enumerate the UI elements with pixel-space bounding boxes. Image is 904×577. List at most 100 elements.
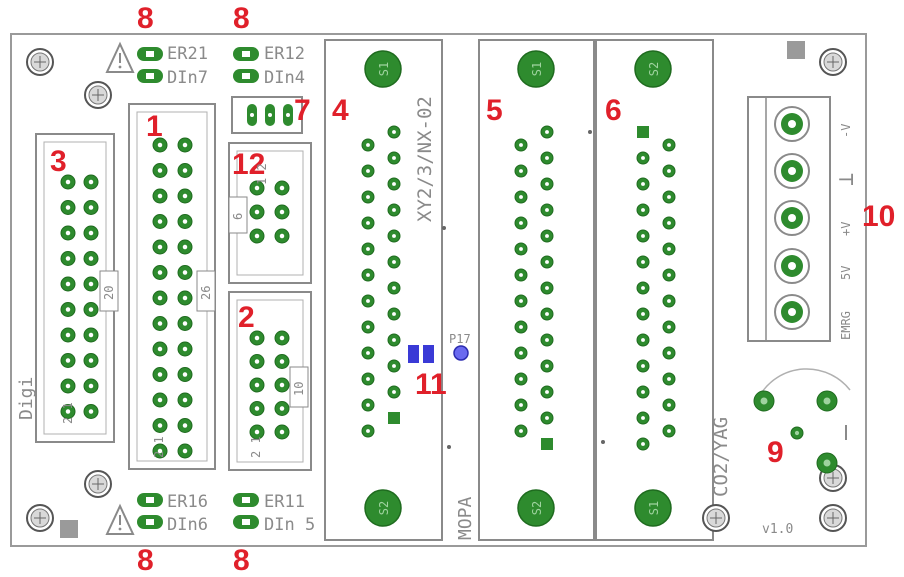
header-1-pad-drill bbox=[157, 168, 163, 173]
sensor-9-outline bbox=[759, 368, 851, 396]
terminal-drill bbox=[788, 214, 796, 222]
header-3-pad-drill bbox=[65, 205, 71, 210]
callout-8-top-right: 8 bbox=[233, 2, 250, 35]
header-1-pad-drill bbox=[182, 295, 188, 301]
sensor-9-drill bbox=[823, 397, 831, 405]
label-digi: Digi bbox=[16, 376, 37, 420]
connector-6-pad-drill bbox=[667, 247, 671, 251]
connector-5-pad-drill bbox=[545, 416, 549, 420]
connector-6-pad-drill bbox=[641, 208, 645, 212]
connector-4-pad-drill bbox=[366, 169, 370, 173]
connector-6-pad-drill bbox=[641, 338, 645, 342]
header-2-pad-drill bbox=[279, 429, 285, 435]
header-2-pad-drill bbox=[254, 406, 260, 411]
led-pad-window bbox=[242, 73, 250, 79]
connector-5-pad-drill bbox=[519, 351, 523, 355]
shield-pad bbox=[364, 489, 402, 527]
header-3-pad-drill bbox=[88, 409, 94, 414]
shield-pad-label: S2 bbox=[647, 62, 661, 76]
shield-pad bbox=[517, 50, 555, 88]
shield-pad-label: S2 bbox=[377, 501, 391, 515]
connector-4-pad-drill bbox=[366, 247, 370, 251]
connector-5-pad bbox=[541, 438, 553, 450]
header-1-pad-drill bbox=[157, 142, 163, 148]
label-terminal-5v: 5V bbox=[839, 265, 853, 280]
connector-4-pad-drill bbox=[366, 403, 370, 407]
header-2-pad-drill bbox=[279, 382, 285, 388]
shield-pad bbox=[634, 489, 672, 527]
connector-6-pad-drill bbox=[667, 377, 671, 381]
label-h1-size: 26 bbox=[199, 285, 213, 300]
label-din6: DIn6 bbox=[167, 515, 208, 535]
connector-5-pad-drill bbox=[545, 390, 549, 394]
connector-5-pad-drill bbox=[519, 325, 523, 329]
callout-3: 3 bbox=[50, 145, 67, 178]
label-er21: ER21 bbox=[167, 44, 208, 64]
connector-4-pad-drill bbox=[366, 377, 370, 381]
sensor-9-drill bbox=[760, 397, 768, 405]
h2-size-box bbox=[289, 366, 309, 408]
connector-7-drill bbox=[286, 113, 290, 117]
header-1-pad-drill bbox=[157, 321, 163, 326]
shield-pad-label: S2 bbox=[530, 501, 544, 515]
header-2-pad-drill bbox=[254, 359, 260, 364]
label-p17: P17 bbox=[449, 332, 471, 346]
connector-4-pad-drill bbox=[392, 182, 396, 186]
header-3-pad-drill bbox=[88, 205, 94, 210]
callout-8-top-left: 8 bbox=[137, 2, 154, 35]
smd-pad-11 bbox=[423, 345, 434, 363]
header-2-pad-drill bbox=[254, 429, 260, 435]
header-3-pad-drill bbox=[88, 281, 94, 287]
connector-7-drill bbox=[250, 113, 254, 117]
connector-4-pad-drill bbox=[366, 195, 370, 199]
connector-6-pad-drill bbox=[641, 182, 645, 186]
shield-pad bbox=[517, 489, 555, 527]
led-pad-window bbox=[242, 51, 250, 57]
connector-6-pad-drill bbox=[641, 416, 645, 420]
connector-6-pad-drill bbox=[667, 351, 671, 355]
connector-4-pad bbox=[388, 412, 400, 424]
via-dot bbox=[588, 130, 592, 134]
connector-6-pad-drill bbox=[667, 429, 671, 433]
callout-8-bottom-left: 8 bbox=[137, 544, 154, 577]
header-1-pad-drill bbox=[182, 423, 188, 428]
callout-11: 11 bbox=[415, 368, 447, 401]
header-3-pad-drill bbox=[65, 230, 71, 236]
label-h12-pins: 1 2 bbox=[255, 163, 269, 185]
connector-6-pad-drill bbox=[667, 169, 671, 173]
h3-size-box bbox=[99, 270, 119, 312]
led-pad-window bbox=[242, 519, 250, 525]
connector-4-pad-drill bbox=[392, 260, 396, 264]
header-3-pad-drill bbox=[65, 179, 71, 185]
connector-5-pad-drill bbox=[545, 364, 549, 368]
connector-5-pad-drill bbox=[519, 143, 523, 147]
header-12-pad-drill bbox=[279, 185, 285, 191]
connector-4-pad-drill bbox=[392, 208, 396, 212]
warning-icon bbox=[105, 503, 135, 535]
connector-6-pad-drill bbox=[667, 325, 671, 329]
connector-7-outline bbox=[231, 96, 303, 134]
header-2-pad-drill bbox=[254, 335, 260, 341]
connector-5-outline bbox=[478, 39, 595, 541]
header-1-pad-drill bbox=[182, 448, 188, 454]
connector-5-pad-drill bbox=[519, 221, 523, 225]
connector-4-pad-drill bbox=[392, 364, 396, 368]
connector-4-pad-drill bbox=[366, 221, 370, 225]
header-3-pad-drill bbox=[65, 409, 71, 414]
connector-6-pad-drill bbox=[667, 273, 671, 277]
connector-6-pad-drill bbox=[667, 221, 671, 225]
header-1-pad-drill bbox=[182, 219, 188, 224]
header-3-pad-drill bbox=[65, 256, 71, 261]
header-1-pad-drill bbox=[157, 397, 163, 403]
header-3-pad-drill bbox=[65, 307, 71, 312]
connector-5-pad-drill bbox=[545, 286, 549, 290]
header-1-pad-drill bbox=[157, 295, 163, 301]
fiducial-square bbox=[60, 520, 78, 538]
led-pad-window bbox=[242, 497, 250, 503]
header-2-outline bbox=[228, 291, 312, 471]
test-point-p17 bbox=[453, 345, 469, 361]
label-er12: ER12 bbox=[264, 44, 305, 64]
header-1-pad-drill bbox=[157, 448, 163, 454]
label-h3-pins: 2 1 bbox=[61, 402, 75, 424]
